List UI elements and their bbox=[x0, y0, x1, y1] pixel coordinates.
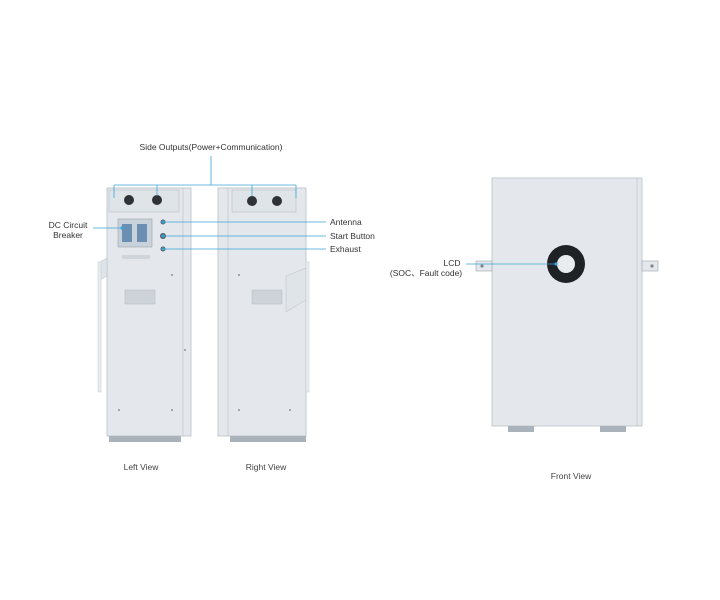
leader-lines bbox=[93, 156, 558, 266]
lcd-icon bbox=[557, 255, 575, 273]
right-base bbox=[230, 436, 306, 442]
left-view-caption: Left View bbox=[124, 462, 160, 472]
left-top-port-panel bbox=[108, 189, 180, 213]
front-view-caption: Front View bbox=[551, 471, 592, 481]
front-view-cabinet bbox=[475, 177, 659, 432]
front-right-foot bbox=[600, 426, 626, 432]
left-comm-port bbox=[152, 195, 162, 205]
left-mount-bracket bbox=[475, 260, 493, 272]
side-outputs-label: Side Outputs(Power+Communication) bbox=[140, 142, 283, 152]
right-power-port bbox=[272, 196, 282, 206]
right-comm-port bbox=[247, 196, 257, 206]
right-mount-bracket bbox=[641, 260, 659, 272]
exhaust-label: Exhaust bbox=[330, 244, 361, 254]
left-base bbox=[109, 436, 181, 442]
right-handle bbox=[251, 289, 283, 305]
right-view-cabinet bbox=[217, 187, 310, 442]
lcd-label-line1: LCD bbox=[443, 258, 460, 268]
right-top-port-panel bbox=[231, 189, 297, 213]
dc-breaker-label-line1: DC Circuit bbox=[49, 220, 88, 230]
start-button-label: Start Button bbox=[330, 231, 375, 241]
right-cabinet-body bbox=[217, 187, 307, 437]
lcd-label-line2: (SOC、Fault code) bbox=[390, 268, 462, 278]
left-power-port bbox=[124, 195, 134, 205]
right-view-caption: Right View bbox=[246, 462, 287, 472]
front-left-foot bbox=[508, 426, 534, 432]
left-view-cabinet bbox=[97, 187, 192, 442]
antenna-label: Antenna bbox=[330, 217, 362, 227]
left-handle bbox=[124, 289, 156, 305]
breaker-switch bbox=[122, 224, 132, 242]
front-cabinet-body bbox=[491, 177, 643, 427]
dc-breaker-label-line2: Breaker bbox=[53, 230, 83, 240]
